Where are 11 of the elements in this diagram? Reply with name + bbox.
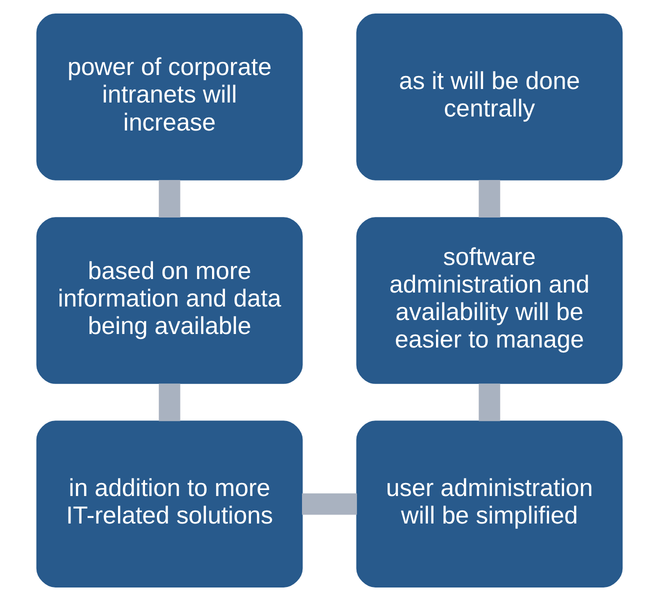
connector: [158, 384, 180, 422]
node-box: in addition to more IT-related solutions: [36, 420, 303, 588]
connector: [478, 384, 500, 422]
node-box: software administration and availability will be easier to manage: [356, 217, 623, 384]
connector: [478, 180, 500, 218]
connector: [302, 493, 357, 515]
node-box: based on more information and data being available: [36, 217, 303, 384]
node-box: user administration will be simplified: [356, 420, 623, 588]
node-box: as it will be done centrally: [356, 13, 623, 180]
node-box: power of corporate intranets will increase: [36, 13, 303, 180]
connector: [158, 180, 180, 218]
